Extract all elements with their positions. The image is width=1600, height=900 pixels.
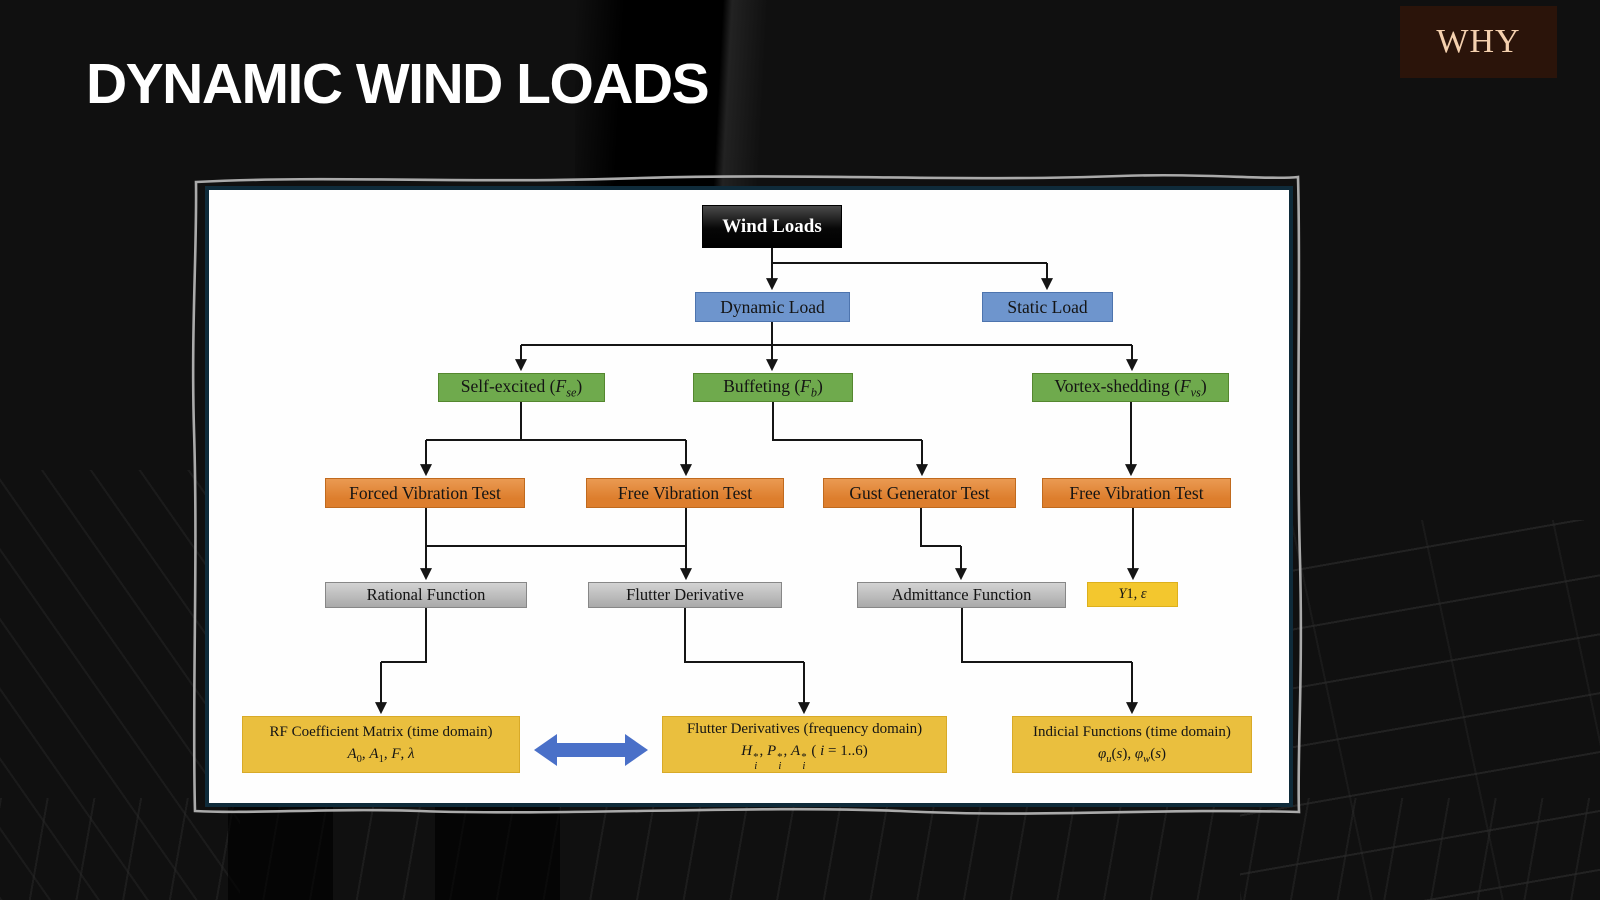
why-badge-label: WHY	[1436, 23, 1521, 60]
flutter-derivatives-node: Flutter Derivatives (frequency domain) H*…	[662, 716, 947, 773]
node-label: Buffeting (Fb)	[723, 375, 823, 400]
flutter-derivative-node: Flutter Derivative	[588, 582, 782, 608]
node-label: Rational Function	[366, 584, 486, 604]
static-load-node: Static Load	[982, 292, 1113, 322]
background-bridge-cables-right	[1240, 520, 1600, 900]
node-label: Wind Loads	[722, 215, 822, 237]
background-bridge-cables-left	[0, 470, 240, 900]
node-formula: A0, A1, F, λ	[347, 746, 415, 766]
rational-function-node: Rational Function	[325, 582, 527, 608]
forced-vibration-test-node: Forced Vibration Test	[325, 478, 525, 508]
wind-loads-node: Wind Loads	[702, 205, 842, 248]
node-formula: H*i, P*i, A*i ( i = 1..6)	[741, 743, 868, 772]
page-title: DYNAMIC WIND LOADS	[86, 52, 710, 116]
node-label: Free Vibration Test	[1069, 482, 1204, 503]
node-label: Flutter Derivative	[626, 584, 744, 604]
gust-generator-test-node: Gust Generator Test	[823, 478, 1016, 508]
node-label: Admittance Function	[891, 584, 1032, 604]
node-label: Free Vibration Test	[617, 482, 753, 503]
admittance-function-node: Admittance Function	[857, 582, 1066, 608]
self-excited-node: Self-excited (Fse)	[438, 373, 605, 402]
node-label: Dynamic Load	[720, 296, 825, 317]
node-label: Y1, ε	[1118, 586, 1147, 603]
background-shadow-column	[435, 800, 560, 900]
background-shadow-column	[228, 800, 333, 900]
node-label: RF Coefficient Matrix (time domain)	[269, 723, 493, 740]
free-vibration-test-1-node: Free Vibration Test	[586, 478, 784, 508]
node-label: Indicial Functions (time domain)	[1033, 723, 1231, 740]
node-label: Flutter Derivatives (frequency domain)	[686, 720, 923, 737]
y1-epsilon-node: Y1, ε	[1087, 582, 1178, 607]
node-label: Vortex-shedding (Fvs)	[1054, 375, 1207, 400]
node-label: Self-excited (Fse)	[460, 375, 583, 400]
background-bridge-deck	[0, 798, 1600, 900]
dynamic-load-node: Dynamic Load	[695, 292, 850, 322]
why-badge: WHY	[1400, 6, 1557, 78]
buffeting-node: Buffeting (Fb)	[693, 373, 853, 402]
node-label: Static Load	[1007, 296, 1088, 317]
free-vibration-test-2-node: Free Vibration Test	[1042, 478, 1231, 508]
indicial-functions-node: Indicial Functions (time domain) φu(s), φ…	[1012, 716, 1252, 773]
node-label: Gust Generator Test	[849, 482, 990, 503]
vortex-shedding-node: Vortex-shedding (Fvs)	[1032, 373, 1229, 402]
rf-coefficient-matrix-node: RF Coefficient Matrix (time domain) A0, A…	[242, 716, 520, 773]
node-formula: φu(s), φw(s)	[1097, 746, 1167, 766]
node-label: Forced Vibration Test	[349, 482, 501, 503]
